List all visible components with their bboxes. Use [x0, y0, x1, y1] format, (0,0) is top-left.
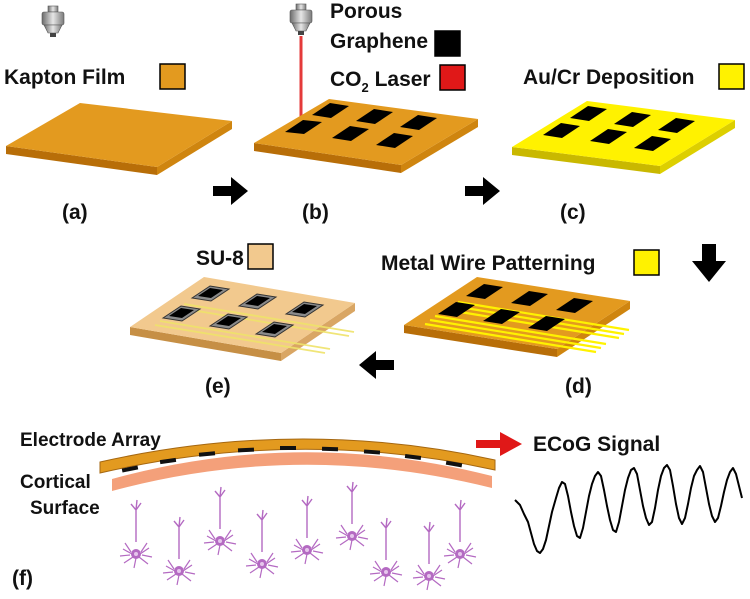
- step-d-label: (d): [565, 375, 592, 398]
- panel-d: Metal Wire Patterning (d): [381, 249, 660, 398]
- graphene-label: Graphene: [330, 30, 428, 53]
- kapton-film-lased: [254, 99, 478, 165]
- neuron-icon: [245, 509, 279, 579]
- electrode-array-label: Electrode Array: [20, 430, 161, 451]
- panel-e: SU-8 (e): [130, 243, 355, 398]
- panel-f: Electrode Array Cortical Surface: [12, 430, 743, 591]
- step-a-label: (a): [62, 201, 88, 224]
- neuron-icon: [335, 481, 369, 551]
- ecog-signal-trace: [514, 464, 743, 554]
- arrow-right-icon: [213, 177, 248, 205]
- array-electrodes: [121, 446, 463, 473]
- neurons: [119, 481, 477, 591]
- metal-wires: [424, 300, 630, 354]
- microscope-objective-icon: [41, 5, 65, 38]
- gold-swatch-d: [633, 249, 660, 276]
- ecog-label: ECoG Signal: [533, 433, 660, 456]
- graphene-swatch: [434, 30, 461, 57]
- neuron-icon: [443, 499, 477, 569]
- arrow-right-icon: [465, 177, 500, 205]
- kapton-label: Kapton Film: [4, 66, 125, 89]
- su8-swatch: [247, 243, 274, 270]
- kapton-film: [6, 103, 232, 167]
- co2-laser-label: CO2 Laser: [330, 68, 431, 95]
- cortical-label: Cortical: [20, 472, 91, 493]
- arrow-down-icon: [692, 244, 726, 282]
- kapton-swatch: [159, 63, 186, 90]
- neuron-icon: [162, 516, 196, 586]
- step-b-label: (b): [302, 201, 329, 224]
- graphene-squares: [438, 284, 593, 331]
- su8-label: SU-8: [196, 247, 244, 270]
- neuron-icon: [290, 495, 324, 565]
- porous-label: Porous: [330, 0, 402, 23]
- metal-wires-e: [154, 303, 355, 354]
- step-e-label: (e): [205, 375, 231, 398]
- step-f-label: (f): [12, 567, 33, 590]
- arrow-right-red-icon: [476, 432, 522, 456]
- panel-c: Au/Cr Deposition (c): [512, 63, 745, 224]
- su8-film: [130, 277, 355, 353]
- graphene-squares: [285, 103, 437, 148]
- neuron-icon: [203, 486, 237, 556]
- step-c-label: (c): [560, 201, 586, 224]
- neuron-icon: [412, 521, 446, 591]
- aucr-label: Au/Cr Deposition: [523, 66, 695, 89]
- neuron-icon: [119, 499, 153, 569]
- laser-objective-icon: [289, 3, 313, 36]
- neuron-icon: [369, 517, 403, 587]
- graphene-squares: [543, 106, 695, 151]
- panel-a: Kapton Film (a): [4, 5, 232, 224]
- metal-label: Metal Wire Patterning: [381, 252, 596, 275]
- gold-swatch: [718, 63, 745, 90]
- encapsulated-electrodes: [161, 285, 325, 338]
- cortical-surface: [112, 452, 492, 491]
- arrow-left-icon: [359, 351, 394, 379]
- surface-label: Surface: [30, 498, 100, 519]
- panel-b: Porous Graphene CO2 Laser (b): [254, 0, 478, 224]
- laser-swatch: [439, 64, 466, 91]
